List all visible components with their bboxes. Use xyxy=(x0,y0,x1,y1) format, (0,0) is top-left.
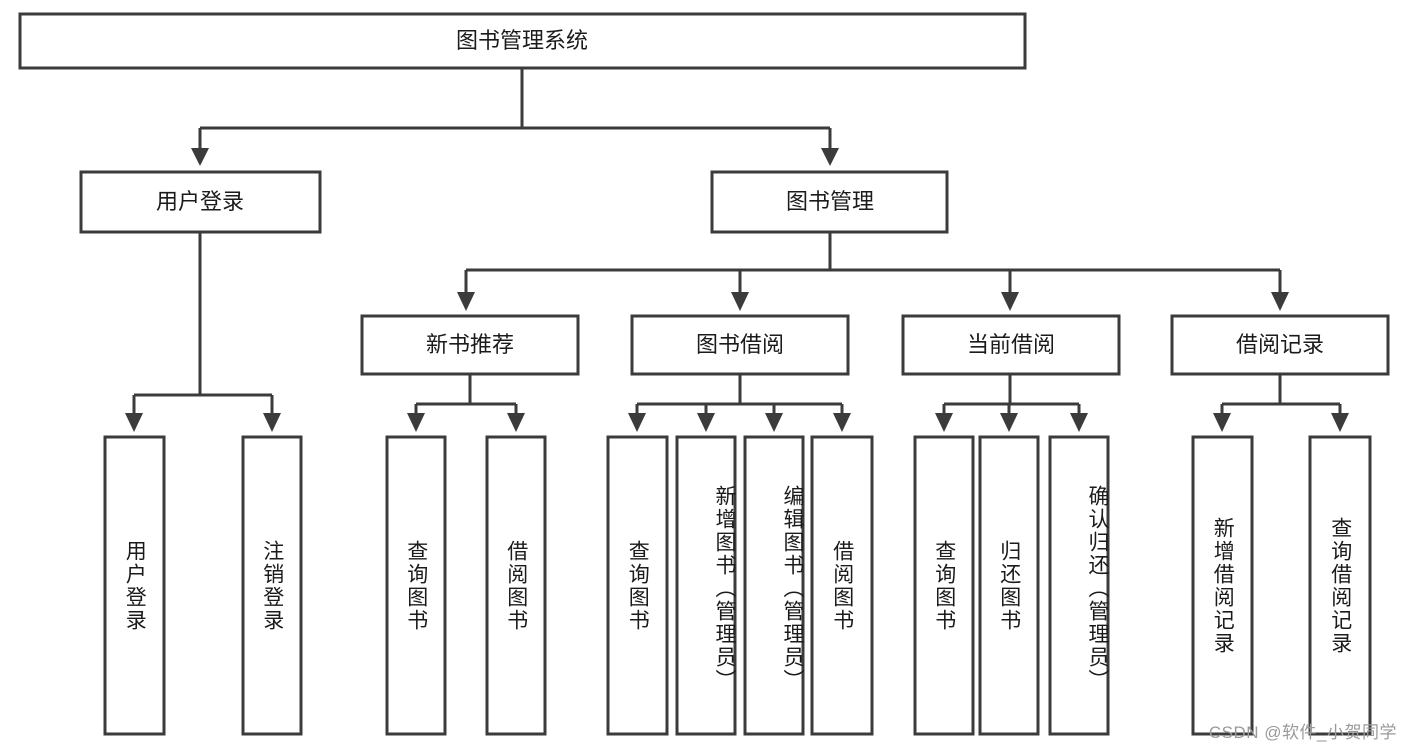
arrowhead-leaf-confirm-return-admin xyxy=(1070,413,1088,432)
node-root-label: 图书管理系统 xyxy=(456,28,588,53)
node-current-borrow[interactable]: 当前借阅 xyxy=(901,314,1121,376)
leaf-return-book-box[interactable] xyxy=(978,435,1040,736)
connector-group-current-borrow xyxy=(935,374,1088,432)
node-root[interactable]: 图书管理系统 xyxy=(18,12,1027,70)
node-current-borrow-box[interactable] xyxy=(901,314,1121,376)
node-book-manage[interactable]: 图书管理 xyxy=(710,170,949,234)
leaf-add-borrow-record-box[interactable] xyxy=(1191,435,1254,736)
node-new-book-recommend-box[interactable] xyxy=(360,314,580,376)
node-book-borrow[interactable]: 图书借阅 xyxy=(630,314,850,376)
arrowhead-leaf-edit-book-admin xyxy=(765,413,783,432)
arrowhead-leaf-user-login xyxy=(125,413,143,432)
arrowhead-new-book-recommend xyxy=(457,292,475,311)
connector-group-new-book xyxy=(407,374,525,432)
leaf-borrow-book-recommend-box[interactable] xyxy=(485,435,547,736)
leaf-query-book-borrow-box[interactable] xyxy=(606,435,669,736)
arrowhead-borrow-record xyxy=(1271,292,1289,311)
arrowhead-book-borrow xyxy=(731,292,749,311)
node-book-borrow-label: 图书借阅 xyxy=(696,332,784,357)
node-user-login-box[interactable] xyxy=(79,170,322,234)
arrowhead-leaf-borrow-book-recommend xyxy=(507,413,525,432)
arrowhead-leaf-query-book-borrow xyxy=(628,413,646,432)
connector-group-book-borrow xyxy=(628,374,851,432)
leaf-query-book-current-box[interactable] xyxy=(913,435,975,736)
node-book-borrow-box[interactable] xyxy=(630,314,850,376)
leaf-confirm-return-admin-box[interactable] xyxy=(1048,435,1110,736)
node-book-manage-box[interactable] xyxy=(710,170,949,234)
node-user-login[interactable]: 用户登录 xyxy=(79,170,322,234)
node-book-manage-label: 图书管理 xyxy=(786,189,874,214)
arrowhead-book-manage xyxy=(821,148,839,166)
arrowhead-leaf-query-borrow-record xyxy=(1331,413,1349,432)
arrowhead-leaf-return-book xyxy=(1000,413,1018,432)
arrowhead-leaf-add-borrow-record xyxy=(1213,413,1231,432)
node-current-borrow-label: 当前借阅 xyxy=(967,332,1055,357)
node-new-book-recommend[interactable]: 新书推荐 xyxy=(360,314,580,376)
connector-group-root xyxy=(191,68,839,166)
arrowhead-leaf-borrow-book xyxy=(833,413,851,432)
arrowhead-leaf-add-book-admin xyxy=(697,413,715,432)
leaf-query-book-recommend-box[interactable] xyxy=(385,435,447,736)
node-borrow-record[interactable]: 借阅记录 xyxy=(1170,314,1390,376)
node-user-login-label: 用户登录 xyxy=(156,189,244,214)
arrowhead-leaf-query-book-current xyxy=(935,413,953,432)
leaf-boxes xyxy=(103,435,1372,736)
node-new-book-recommend-label: 新书推荐 xyxy=(426,332,514,357)
leaf-edit-book-admin-box[interactable] xyxy=(743,435,805,736)
leaf-logout-login-box[interactable] xyxy=(241,435,303,736)
csdn-watermark: CSDN @软件_小贺同学 xyxy=(1208,723,1397,742)
connector-group-borrow-record xyxy=(1213,374,1349,432)
arrowhead-user-login xyxy=(191,148,209,166)
node-borrow-record-box[interactable] xyxy=(1170,314,1390,376)
leaf-user-login-box[interactable] xyxy=(103,435,166,736)
arrowhead-current-borrow xyxy=(1001,292,1019,311)
connector-group-book-manage xyxy=(457,232,1289,311)
leaf-borrow-book-box[interactable] xyxy=(810,435,874,736)
leaf-query-borrow-record-box[interactable] xyxy=(1308,435,1372,736)
node-root-box[interactable] xyxy=(18,12,1027,70)
arrowhead-leaf-logout-login xyxy=(263,413,281,432)
leaf-add-book-admin-box[interactable] xyxy=(675,435,737,736)
arrowhead-leaf-query-book-recommend xyxy=(407,413,425,432)
node-borrow-record-label: 借阅记录 xyxy=(1236,332,1324,357)
connector-group-user-login xyxy=(125,232,281,432)
